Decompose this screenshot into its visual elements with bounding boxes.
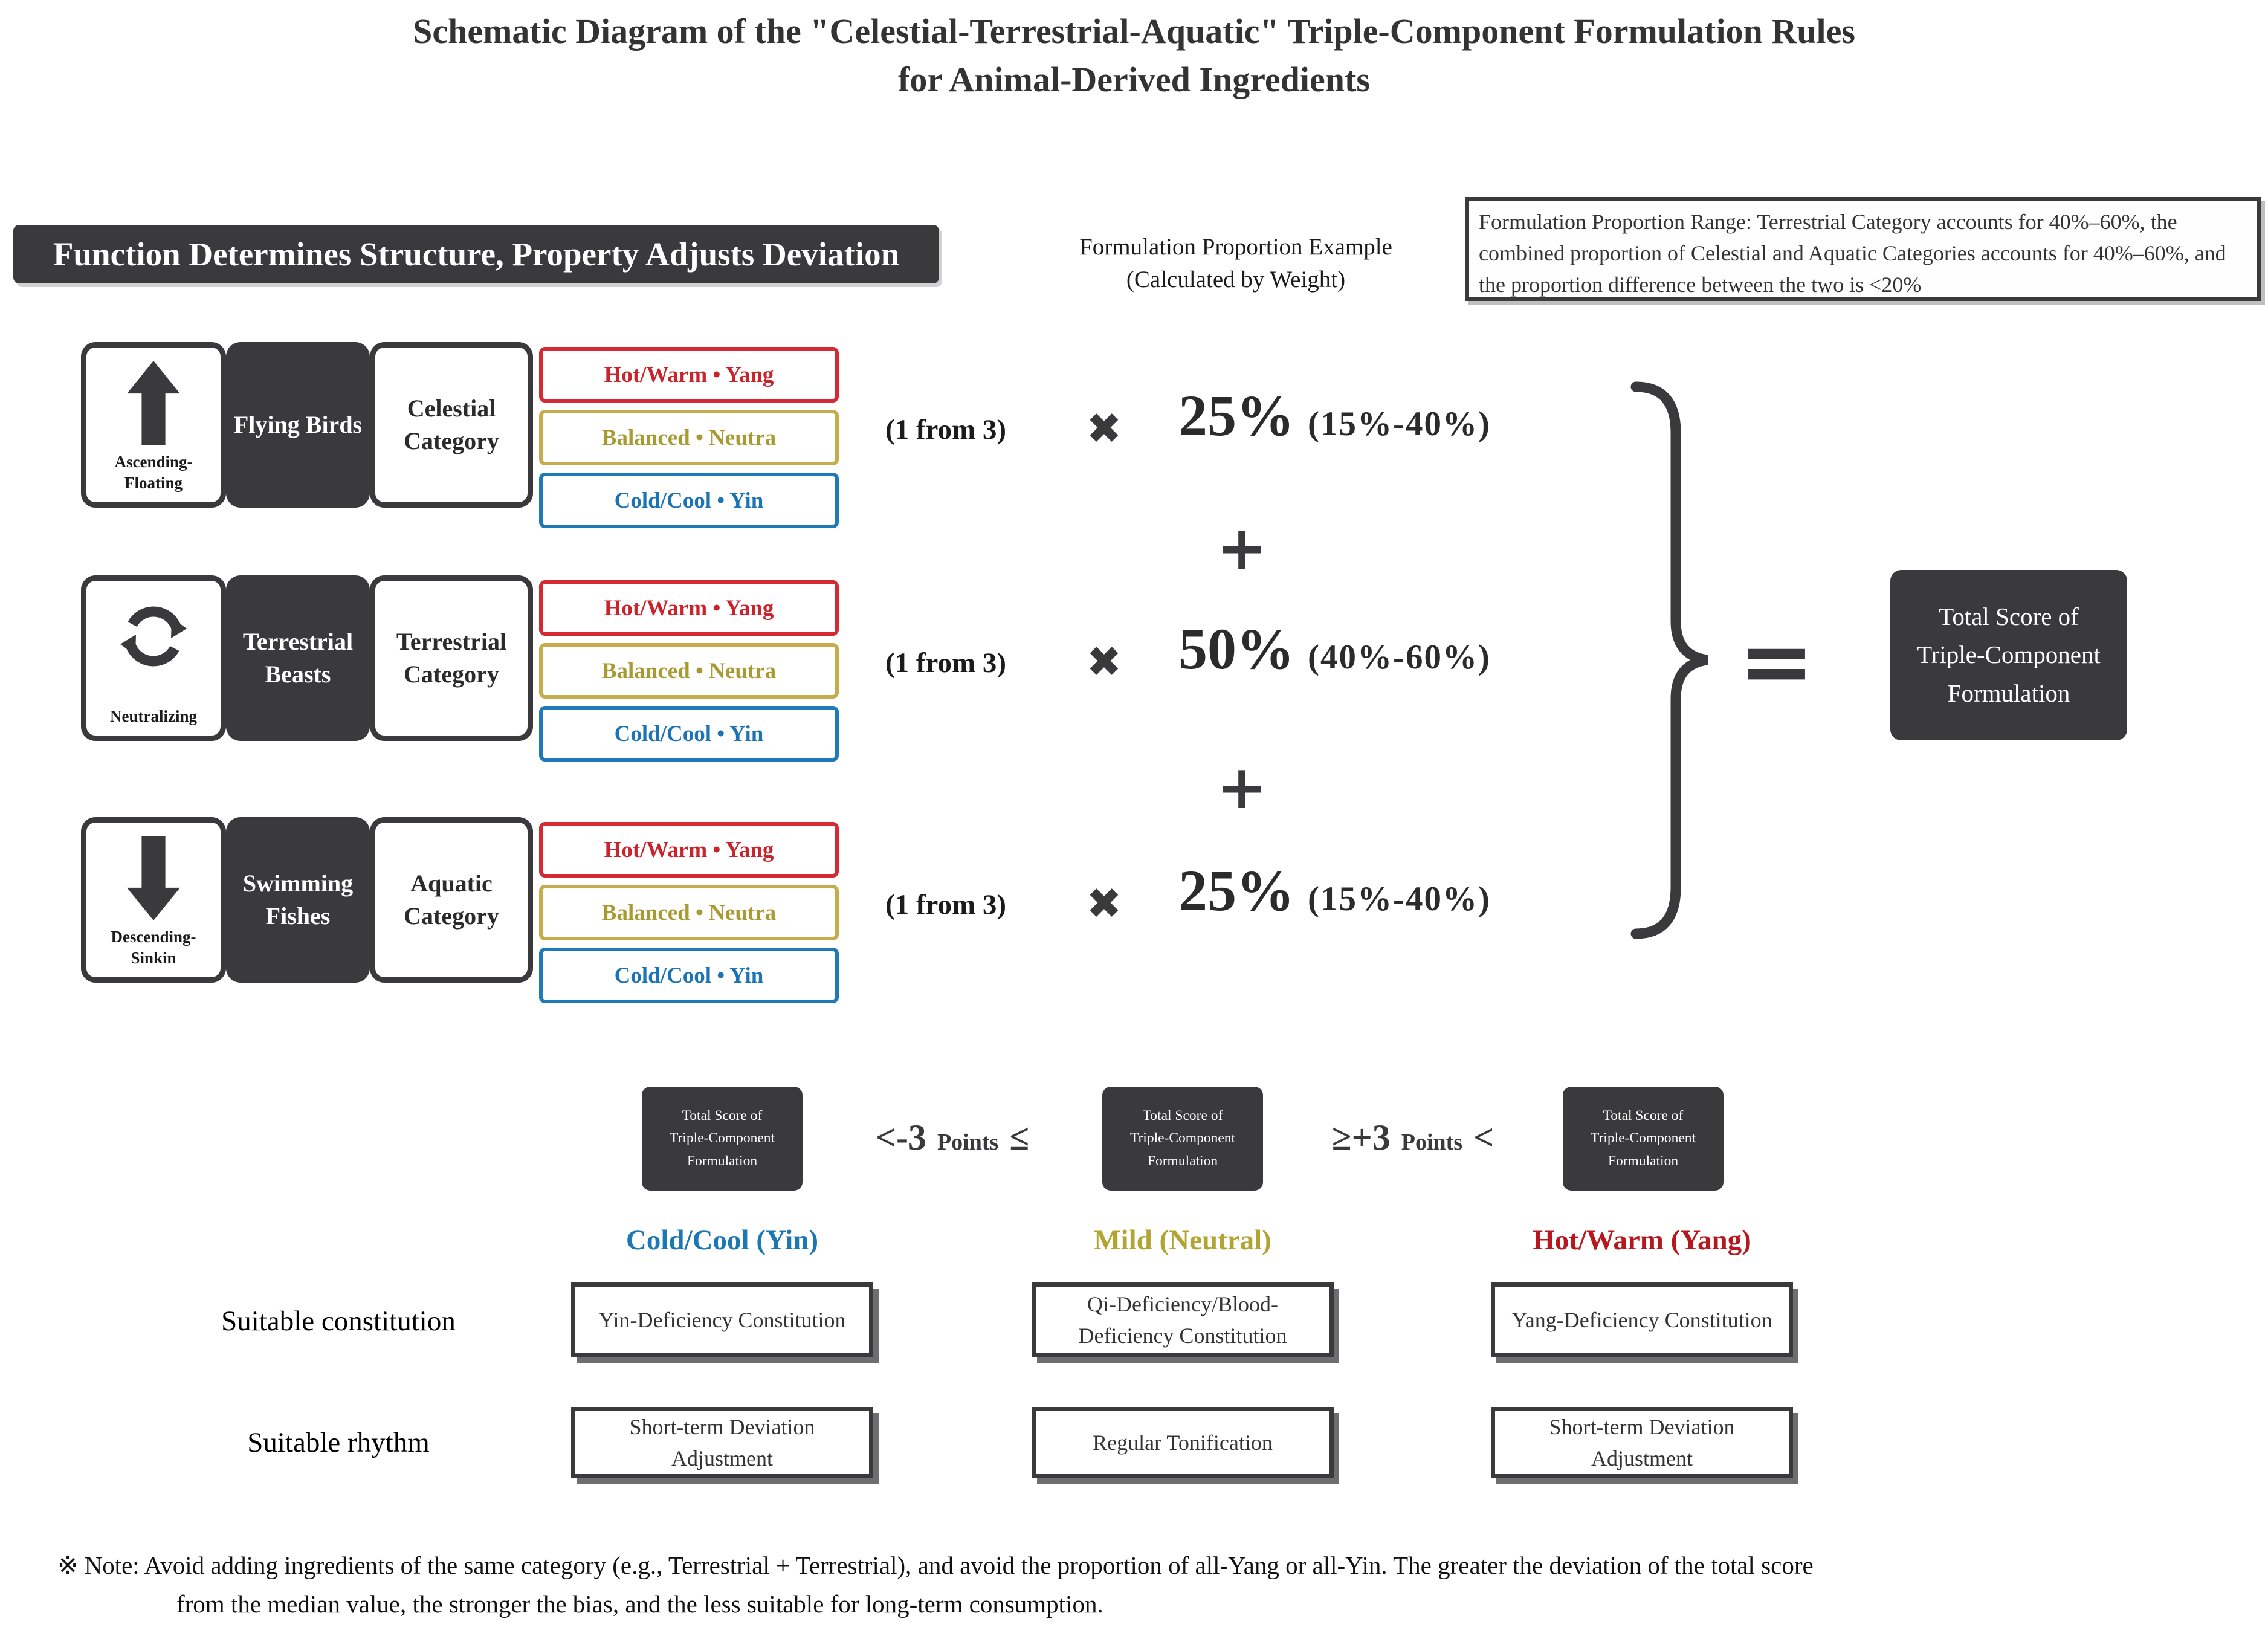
multiply-sign: ✖ [1086, 404, 1122, 453]
animal-box-terrestrial-beasts: Terrestrial Beasts [226, 575, 370, 741]
outcome-mild-neutral: Mild (Neutral) [1094, 1224, 1271, 1256]
percent-group: 50% (40%-60%) [1178, 609, 1491, 690]
score-box-neutral: Total Score of Triple-Component Formulat… [1102, 1087, 1263, 1191]
property-balanced-neutral: Balanced • Neutra [539, 885, 839, 940]
plus-sign: + [1216, 513, 1267, 583]
row-celestial: Ascending- Floating Flying Birds Celesti… [0, 342, 2268, 542]
cycle-arrows-icon [120, 606, 187, 667]
function-label: Ascending- Floating [114, 452, 193, 492]
suitable-rhythm-label: Suitable rhythm [247, 1427, 430, 1458]
proportion-range-note: Formulation Proportion Range: Terrestria… [1465, 197, 2261, 301]
plus-sign: + [1216, 752, 1267, 823]
footnote-line1: ※ Note: Avoid adding ingredients of the … [57, 1551, 1814, 1579]
comparison-left: <-3 Points ≤ [875, 1117, 1030, 1157]
rhythm-short-term-adjustment: Short-term Deviation Adjustment [571, 1407, 873, 1478]
animal-box-flying-birds: Flying Birds [226, 342, 370, 508]
footnote-line2: from the median value, the stronger the … [176, 1590, 1103, 1618]
property-balanced-neutral: Balanced • Neutra [539, 410, 839, 465]
multiply-sign: ✖ [1086, 637, 1122, 687]
brace [1630, 381, 1708, 939]
proportion-example: Formulation Proportion Example (Calculat… [1039, 231, 1432, 296]
percent-value: 25% [1178, 383, 1294, 448]
up-arrow-icon [127, 361, 180, 445]
function-label: Neutralizing [110, 707, 197, 725]
percent-group: 25% (15%-40%) [1178, 375, 1491, 456]
property-balanced-neutral: Balanced • Neutra [539, 643, 839, 699]
rhythm-short-term-adjustment2: Short-term Deviation Adjustment [1491, 1407, 1793, 1478]
percent-range: (40%-60%) [1308, 638, 1491, 676]
property-hot-yang: Hot/Warm • Yang [539, 580, 839, 636]
function-box-neutralizing: Neutralizing [81, 575, 226, 741]
page-title-line2: for Animal-Derived Ingredients [898, 60, 1370, 99]
equals-sign: = [1739, 609, 1815, 714]
property-hot-yang: Hot/Warm • Yang [539, 347, 839, 403]
choose-label: (1 from 3) [885, 647, 1007, 679]
category-box-aquatic: Aquatic Category [370, 817, 533, 983]
animal-box-swimming-fishes: Swimming Fishes [226, 817, 370, 983]
outcome-cold-cool-yin: Cold/Cool (Yin) [625, 1224, 819, 1256]
property-cold-yin: Cold/Cool • Yin [539, 706, 839, 762]
property-stack: Hot/Warm • Yang Balanced • Neutra Cold/C… [539, 822, 839, 1011]
category-box-terrestrial: Terrestrial Category [370, 575, 533, 741]
choose-label: (1 from 3) [885, 414, 1007, 445]
outcome-hot-warm-yang: Hot/Warm (Yang) [1533, 1224, 1751, 1256]
percent-value: 25% [1178, 858, 1294, 923]
total-score-box: Total Score of Triple-Component Formulat… [1890, 570, 2127, 740]
percent-group: 25% (15%-40%) [1178, 850, 1491, 931]
property-stack: Hot/Warm • Yang Balanced • Neutra Cold/C… [539, 347, 839, 535]
row-aquatic: Descending- Sinkin Swimming Fishes Aquat… [0, 817, 2268, 1017]
property-cold-yin: Cold/Cool • Yin [539, 473, 839, 528]
constitution-qi-blood-deficiency: Qi-Deficiency/Blood-Deficiency Constitut… [1032, 1282, 1334, 1357]
proportion-example-line2: (Calculated by Weight) [1126, 267, 1346, 293]
choose-label: (1 from 3) [885, 889, 1007, 920]
proportion-example-line1: Formulation Proportion Example [1079, 234, 1392, 260]
constitution-yang-deficiency: Yang-Deficiency Constitution [1491, 1282, 1793, 1357]
page-title-line1: Schematic Diagram of the "Celestial-Terr… [413, 11, 1855, 51]
rhythm-regular-tonification: Regular Tonification [1032, 1407, 1334, 1478]
principle-banner: Function Determines Structure, Property … [13, 225, 939, 283]
down-arrow-icon [127, 836, 180, 920]
score-box-yin: Total Score of Triple-Component Formulat… [642, 1087, 803, 1191]
property-stack: Hot/Warm • Yang Balanced • Neutra Cold/C… [539, 580, 839, 769]
function-box-ascending: Ascending- Floating [81, 342, 226, 508]
function-box-descending: Descending- Sinkin [81, 817, 226, 983]
percent-range: (15%-40%) [1308, 880, 1491, 918]
constitution-yin-deficiency: Yin-Deficiency Constitution [571, 1282, 873, 1357]
property-cold-yin: Cold/Cool • Yin [539, 948, 839, 1003]
property-hot-yang: Hot/Warm • Yang [539, 822, 839, 878]
multiply-sign: ✖ [1086, 879, 1122, 928]
function-label: Descending- Sinkin [111, 927, 196, 967]
percent-range: (15%-40%) [1308, 405, 1491, 443]
row-terrestrial: Neutralizing Terrestrial Beasts Terrestr… [0, 575, 2268, 775]
score-box-yang: Total Score of Triple-Component Formulat… [1563, 1087, 1724, 1191]
percent-value: 50% [1178, 616, 1294, 681]
category-box-celestial: Celestial Category [370, 342, 533, 508]
suitable-constitution-label: Suitable constitution [221, 1305, 456, 1337]
comparison-right: ≥+3 Points < [1331, 1117, 1494, 1157]
